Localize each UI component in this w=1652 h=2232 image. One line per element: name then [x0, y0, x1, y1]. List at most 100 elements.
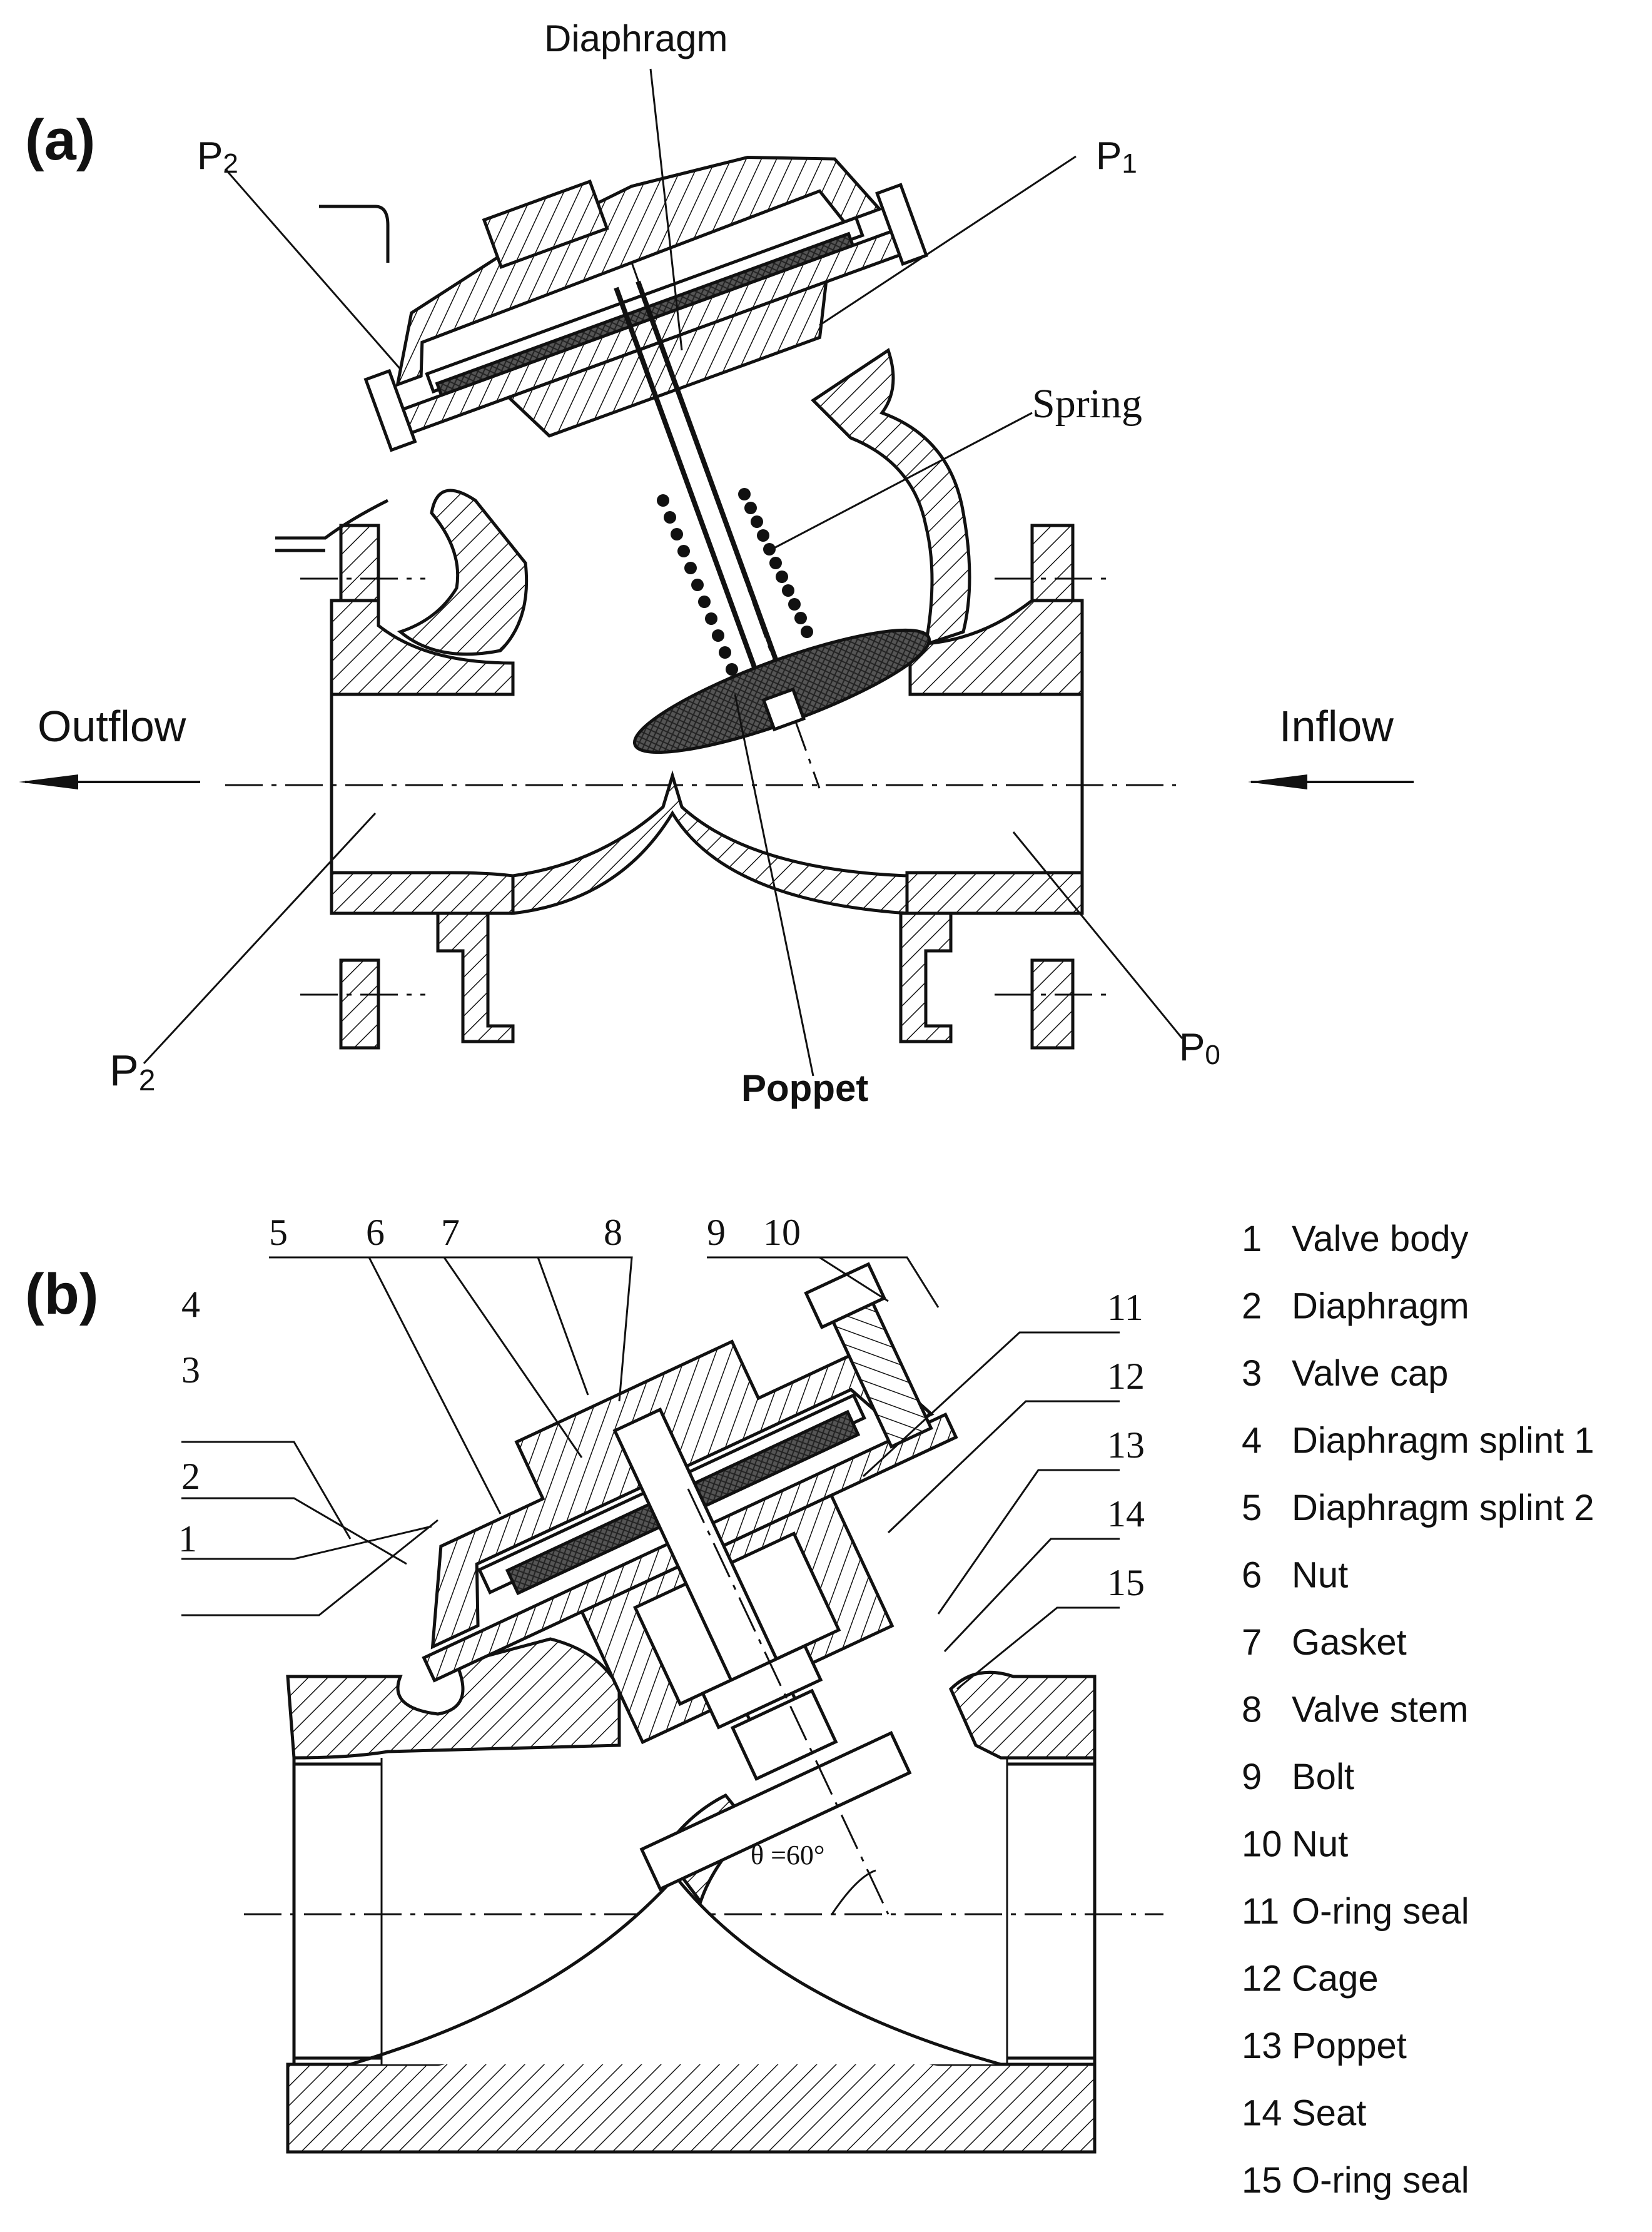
legend-item-text: Diaphragm splint 2 — [1292, 1488, 1594, 1528]
callout-leaders — [181, 1256, 1120, 1690]
panel-a-label: (a) — [25, 108, 95, 172]
label-p1: P1 — [1096, 134, 1137, 179]
spring-coil-dot — [677, 545, 690, 557]
spring-coil-dot — [705, 612, 717, 625]
legend-item-text: Gasket — [1292, 1622, 1407, 1663]
legend-item: 7 Gasket — [1242, 1622, 1407, 1663]
spring-coil-dot — [738, 488, 751, 500]
callout-12: 12 — [1107, 1356, 1145, 1397]
callout-14: 14 — [1107, 1493, 1145, 1534]
spring-coil-dot — [726, 663, 738, 676]
spring-coil-dot — [657, 494, 669, 507]
callout-13: 13 — [1107, 1424, 1145, 1466]
legend-item-text: Cage — [1292, 1959, 1379, 1999]
legend-item-number: 10 — [1242, 1824, 1282, 1865]
label-spring: Spring — [1032, 381, 1142, 427]
label-p2-bottom: P2 — [109, 1046, 155, 1097]
callout-10: 10 — [763, 1212, 801, 1253]
spring-coil-dot — [757, 529, 769, 542]
leader-p2-top — [224, 168, 402, 370]
spring-coil-dot — [744, 502, 757, 514]
legend-item-text: Nut — [1292, 1824, 1348, 1865]
legend-item-text: Bolt — [1292, 1757, 1354, 1797]
spring-coil-dot — [751, 515, 763, 528]
spring-coils — [657, 488, 813, 676]
label-poppet: Poppet — [741, 1067, 868, 1109]
spring-coil-dot — [691, 579, 704, 591]
label-outflow: Outflow — [38, 702, 186, 751]
panel-b-label: (b) — [25, 1262, 98, 1326]
legend-item-number: 14 — [1242, 2093, 1282, 2134]
spring-coil-dot — [769, 557, 782, 569]
legend-item-number: 9 — [1242, 1757, 1262, 1797]
legend-item-number: 6 — [1242, 1555, 1262, 1596]
callout-2: 2 — [181, 1456, 200, 1497]
valve-body-upper — [397, 348, 971, 656]
legend-item: 2 Diaphragm — [1242, 1286, 1469, 1327]
callout-5: 5 — [269, 1212, 288, 1253]
legend-item-number: 12 — [1242, 1959, 1282, 1999]
legend-item-number: 15 — [1242, 2160, 1282, 2201]
legend-item: 6 Nut — [1242, 1555, 1348, 1596]
legend-item-text: Poppet — [1292, 2026, 1407, 2066]
leader-p2-bottom — [143, 812, 377, 1065]
leader-poppet — [734, 694, 814, 1077]
label-p0: P0 — [1179, 1026, 1220, 1070]
legend-item: 5 Diaphragm splint 2 — [1242, 1488, 1594, 1528]
spring-coil-dot — [684, 562, 697, 574]
legend-item-number: 2 — [1242, 1286, 1262, 1327]
callout-11: 11 — [1107, 1287, 1143, 1328]
legend-item-text: Valve cap — [1292, 1353, 1448, 1394]
spring-coil-dot — [782, 584, 794, 597]
spring-coil-dot — [712, 629, 724, 642]
spring-coil-dot — [788, 598, 801, 611]
callout-4: 4 — [181, 1284, 200, 1325]
spring-coil-dot — [763, 543, 776, 555]
stem-axis-b — [687, 1488, 889, 1915]
callout-numbers: 1 2 3 4 5 6 7 8 9 10 11 12 13 14 15 — [178, 1212, 1145, 1603]
legend-item-text: Diaphragm — [1292, 1286, 1469, 1327]
legend-item: 11 O-ring seal — [1242, 1891, 1469, 1932]
callout-7: 7 — [441, 1212, 460, 1253]
spring-coil-dot — [776, 571, 788, 583]
valve-body-lower — [436, 770, 953, 1043]
callout-6: 6 — [366, 1212, 385, 1253]
label-p2-top: P2 — [197, 134, 238, 179]
legend-item-number: 5 — [1242, 1488, 1262, 1528]
pressure-line-bottom — [275, 499, 389, 540]
leader-spring — [769, 412, 1033, 552]
spring-coil-dot — [698, 596, 711, 608]
spring-coil-dot — [671, 528, 683, 540]
legend-item-number: 8 — [1242, 1690, 1262, 1730]
poppet-b — [639, 1730, 912, 1892]
poppet-disc — [632, 628, 931, 754]
callout-9: 9 — [707, 1212, 726, 1253]
legend-item-number: 11 — [1242, 1891, 1279, 1932]
legend-item-number: 4 — [1242, 1421, 1262, 1461]
angle-arc — [831, 1869, 876, 1915]
spring-coil-dot — [719, 646, 731, 659]
spring-coil-dot — [794, 612, 807, 624]
angle-label: θ =60° — [751, 1840, 825, 1870]
callout-1: 1 — [178, 1518, 197, 1560]
legend-item-text: Nut — [1292, 1555, 1348, 1596]
spring-coil-dot — [801, 626, 813, 638]
legend-item-text: O-ring seal — [1292, 1891, 1469, 1932]
callout-3: 3 — [181, 1349, 200, 1391]
leader-p1 — [819, 155, 1077, 327]
legend-item-number: 7 — [1242, 1622, 1262, 1663]
leader-diaphragm — [649, 68, 683, 351]
legend-item-number: 1 — [1242, 1219, 1262, 1259]
legend-item-text: O-ring seal — [1292, 2160, 1469, 2201]
callout-8: 8 — [604, 1212, 622, 1253]
